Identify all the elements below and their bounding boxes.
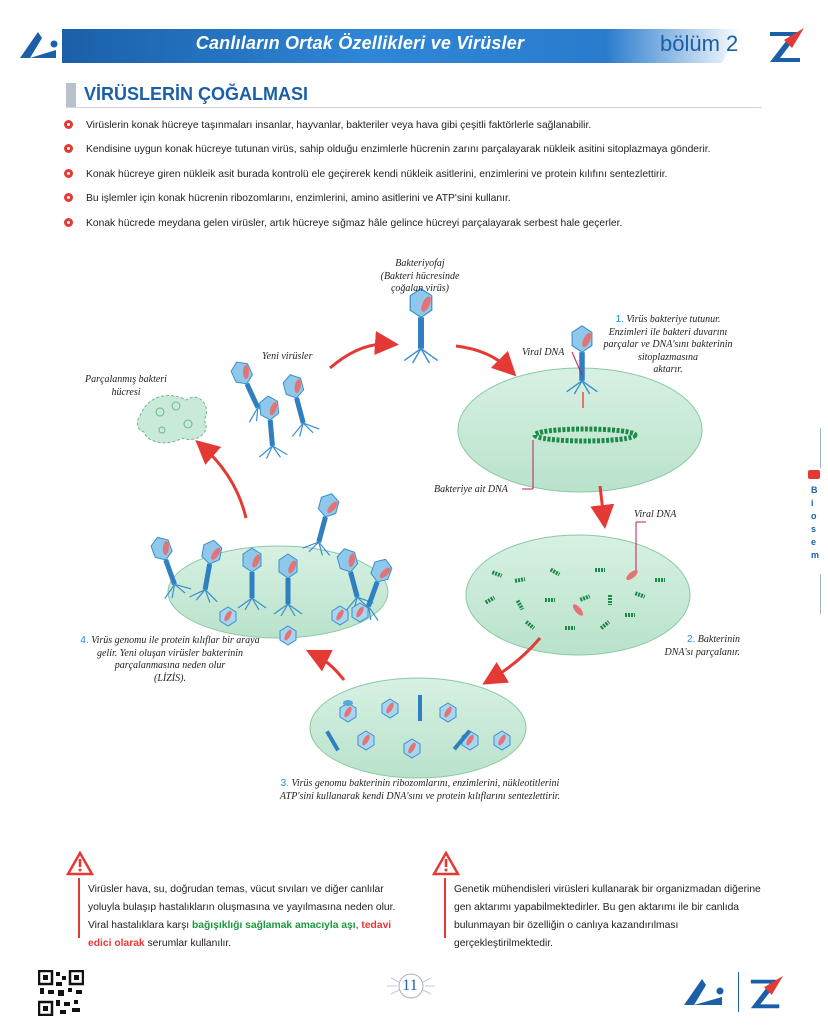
bullet-icon: [64, 217, 73, 227]
list-item: Virüslerin konak hücreye taşınmaları ins…: [62, 118, 782, 133]
arrow-icon: [482, 637, 542, 685]
warning-rule: [444, 878, 446, 938]
brand-z-logo: [746, 974, 786, 1012]
arrow-icon: [590, 485, 615, 529]
arrow-icon: [329, 331, 399, 370]
viral-dna-label: Viral DNA: [634, 509, 677, 520]
bacterium-cell-step1: [457, 367, 703, 493]
list-item: Kendisine uygun konak hücreye tutunan vi…: [62, 142, 782, 157]
chapter-label: bölüm 2: [660, 31, 739, 56]
step1-caption: 1. Virüs bakteriye tutunur. Enzimleri il…: [603, 314, 733, 375]
footer-divider: [738, 972, 739, 1012]
bullet-icon: [64, 193, 73, 203]
section-title: VİRÜSLERİN ÇOĞALMASI: [84, 84, 309, 104]
warning-left-text: Virüsler hava, su, doğrudan temas, vücut…: [88, 884, 396, 949]
header-logo: [16, 28, 60, 64]
bacteriophage-icon: [403, 287, 439, 364]
new-viruses-label: Yeni virüsler: [262, 351, 313, 362]
header-band: [62, 29, 742, 63]
lytic-cycle-diagram: [136, 287, 703, 779]
header-title: Canlıların Ortak Özellikleri ve Virüsler: [195, 33, 525, 53]
bullet-icon: [64, 168, 73, 178]
step3-caption: 3. Virüs genomu bakterinin ribozomlarını…: [279, 778, 561, 802]
arrow-icon: [455, 344, 517, 377]
bacteriophage-label: Bakteriyofaj (Bakteri hücresinde çoğalan…: [380, 258, 460, 294]
warning-rule: [78, 878, 80, 938]
footer-logo: [680, 975, 728, 1011]
page-number-ornament: [383, 968, 439, 1004]
list-item: Konak hücreye giren nükleik asit burada …: [62, 167, 782, 182]
side-tab-label: B i o s e m: [811, 485, 820, 560]
arrow-icon: [305, 649, 346, 681]
bacterium-cell-step3: [309, 677, 527, 779]
warning-right-text: Genetik mühendisleri virüsleri kullanara…: [454, 884, 761, 949]
step2-caption: 2. Bakterinin DNA'sı parçalanır.: [664, 634, 740, 658]
side-divider: [820, 574, 821, 614]
side-divider: [820, 428, 821, 468]
step4-caption: 4. Virüs genomu ile protein kılıflar bir…: [80, 635, 260, 684]
fragmented-cell-icon: [136, 395, 208, 444]
arrow-icon: [195, 440, 248, 519]
fragmented-cell-label: Parçalanmış bakteri hücresi: [85, 374, 167, 398]
bullet-icon: [64, 144, 73, 154]
bacterial-dna-label: Bakteriye ait DNA: [434, 484, 508, 495]
viral-dna-label: Viral DNA: [522, 347, 565, 358]
list-item: Bu işlemler için konak hücrenin ribozoml…: [62, 191, 782, 206]
bacterium-cell-step2: [465, 534, 691, 656]
warning-icon: [431, 850, 461, 877]
video-icon: [808, 470, 820, 479]
warning-icon: [65, 850, 95, 877]
side-tab[interactable]: B i o s e m: [808, 470, 828, 562]
page-number: 11: [402, 977, 418, 994]
brand-z-logo: [766, 26, 806, 66]
list-item: Konak hücrede meydana gelen virüsler, ar…: [62, 216, 782, 231]
qr-code[interactable]: [37, 969, 85, 1017]
bullet-list: Virüslerin konak hücreye taşınmaları ins…: [62, 118, 782, 240]
bullet-icon: [64, 120, 73, 129]
section-title-bar: [66, 83, 762, 108]
